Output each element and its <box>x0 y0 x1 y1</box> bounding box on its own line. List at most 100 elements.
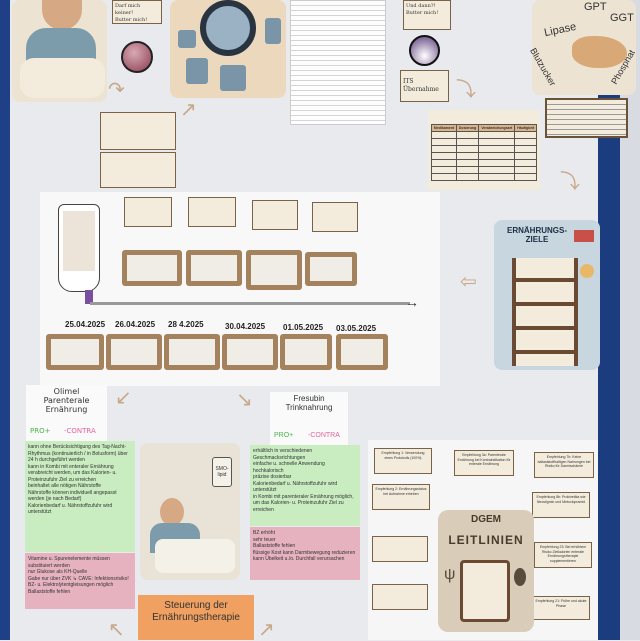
list-item: erhältlich in verschiedenen Geschmacksri… <box>253 448 313 461</box>
list-item: nur Glukose als KH-Quelle <box>28 569 88 575</box>
blanket <box>155 539 235 573</box>
thermometer-icon <box>186 58 208 84</box>
envelope-card <box>186 250 242 286</box>
envelope-card <box>222 334 278 370</box>
clipboard-icon <box>460 560 510 622</box>
list-item: in Kombi mit parenteraler Ernährung mögl… <box>253 493 354 513</box>
curved-arrow-icon: ↷ <box>108 79 125 101</box>
list-item: Nährstoffe können individuell angepasst … <box>28 489 117 503</box>
timeline-date: 03.05.2025 <box>336 324 377 333</box>
person-icon <box>265 18 281 44</box>
lab-label: Blutzucker <box>528 46 558 88</box>
table-header: Dosierung <box>456 124 480 132</box>
envelope-card <box>336 334 388 370</box>
dgem-subtitle: LEITLINIEN <box>448 533 524 547</box>
arrow-left-icon: ⇦ <box>460 271 477 293</box>
list-item: Kalorienbedarf u. Nährstoffzufuhr wird u… <box>253 480 338 494</box>
info-card <box>100 152 176 188</box>
list-item: einfache u. schnelle Anwendung <box>253 461 325 467</box>
pro-label: PRO+ <box>274 432 294 439</box>
dgem-leitlinien-card: DGEM LEITLINIEN ψ <box>438 510 534 632</box>
timeline-date: 26.04.2025 <box>115 320 156 329</box>
contra-label: -CONTRA <box>64 427 96 435</box>
board-frame-left <box>0 0 10 640</box>
lab-label: GPT <box>584 1 607 13</box>
pro-label: PRO+ <box>30 427 51 435</box>
envelope-card <box>280 334 332 370</box>
date-card <box>252 200 298 230</box>
recommendation-card: Empfehlung 8b: Prokinetika wie Neostigmi… <box>532 492 590 518</box>
recommendation-card: Empfehlung 21: Frühe und akute Phase <box>532 596 590 620</box>
fresubin-card: Fresubin Trinknahrung PRO+ -CONTRA <box>270 392 348 445</box>
olimel-title: Olimel Parenterale Ernährung <box>43 387 90 414</box>
magnifier-icon <box>200 0 256 56</box>
recommendation-card: Empfehlung 23: Bei erhöhtem Risiko Zielk… <box>534 542 592 568</box>
goals-title: ERNÄHRUNGS- ZIELE <box>507 226 567 244</box>
olimel-card: Olimel Parenterale Ernährung PRO+ -CONTR… <box>26 385 107 441</box>
note-line: Und dann?! <box>406 3 436 9</box>
list-item: beinhaltet alle nötigen Nährstoffe <box>28 483 102 489</box>
timeline-date: 30.04.2025 <box>225 322 266 331</box>
spoon-icon <box>514 568 526 586</box>
background-wall <box>620 0 640 640</box>
iv-connector-icon <box>85 290 93 304</box>
envelope-card <box>122 250 182 286</box>
list-item: Gabe nur über ZVK ↳ CAVE: Infektionsrisi… <box>28 575 129 582</box>
envelope-card <box>46 334 104 370</box>
its-transfer-note: ITS Übernahme <box>400 70 449 102</box>
list-item: Ballaststoffe fehlen <box>28 588 71 595</box>
timeline-date: 28 4.2025 <box>168 320 204 329</box>
fork-icon: ψ <box>444 566 456 583</box>
note-line: Butter mich! <box>406 10 439 16</box>
dgem-title: DGEM <box>471 514 501 525</box>
contra-label: -CONTRA <box>308 432 340 439</box>
timeline-tube <box>90 302 410 305</box>
timeline-date: 01.05.2025 <box>283 323 324 332</box>
recommendation-card: Empfehlung 7b: Keine ballaststoffhaltige… <box>534 452 594 478</box>
list-item: präzise dosierbar <box>253 474 292 480</box>
olimel-pro-list: kann ohne Berücksichtigung des Tag-Nacht… <box>25 441 135 552</box>
list-item: hochkalorisch <box>253 467 284 474</box>
gauge-icon <box>178 30 196 48</box>
smiley-sun-icon <box>580 264 594 278</box>
pancreas-icon <box>572 36 627 68</box>
iv-bag-label: SMO-lipid <box>212 457 232 487</box>
nutrition-goals-card: ERNÄHRUNGS- ZIELE <box>494 220 600 370</box>
list-item: Kalorienbedarf u. Nährstoffzufuhr wird u… <box>28 502 113 516</box>
lab-label: Lipase <box>543 20 578 40</box>
envelope-card <box>106 334 162 370</box>
nutrition-therapy-steering-label: Steuerung der Ernährungstherapie <box>138 595 254 640</box>
purple-alarm-light-icon <box>409 35 440 66</box>
lab-label: GGT <box>610 12 634 24</box>
info-card <box>100 112 176 150</box>
red-alarm-light-icon <box>121 41 153 73</box>
patient-head <box>160 498 184 526</box>
table-header: Medikament <box>430 124 458 132</box>
iv-bag-icon <box>58 204 100 292</box>
table-header: Verabreichungsart <box>478 124 516 132</box>
envelope-card <box>305 252 357 286</box>
timeline-panel: → 25.04.2025 26.04.2025 28 4.2025 30.04.… <box>40 192 440 386</box>
list-item: Ballaststoffe fehlen <box>253 543 296 549</box>
squiggle-arrow-icon: ↗ <box>258 619 275 641</box>
timeline-date: 25.04.2025 <box>65 320 106 329</box>
recommendation-card: Empfehlung 1: Verwendung eines Protokoll… <box>374 448 432 474</box>
assessment-form-sheet <box>290 0 386 125</box>
note-line: Butter mich! <box>115 17 148 23</box>
envelope-card <box>164 334 220 370</box>
recommendation-card <box>372 584 428 610</box>
table-header: Häufigkeit <box>514 124 537 132</box>
sticky-note: Und dann?!Butter mich! <box>403 0 451 30</box>
ladder-illustration <box>512 258 578 366</box>
squiggle-arrow-icon: ↗ <box>180 99 197 121</box>
olimel-contra-list: Vitamine u. Spurenelemente müssen substi… <box>25 553 135 609</box>
envelope-card <box>246 250 302 290</box>
list-item: kann ohne Berücksichtigung des Tag-Nacht… <box>28 444 128 463</box>
patient-iv-illustration: SMO-lipid <box>140 443 240 580</box>
recommendation-card: Empfehlung 3a: Parenterale Ernährung bei… <box>454 450 514 476</box>
assessment-magnifier-illustration <box>170 0 286 98</box>
list-item: BZ erhöht <box>253 530 275 536</box>
arrow-down-right-icon: ↘ <box>236 389 253 411</box>
person-sweat-icon <box>220 65 246 91</box>
